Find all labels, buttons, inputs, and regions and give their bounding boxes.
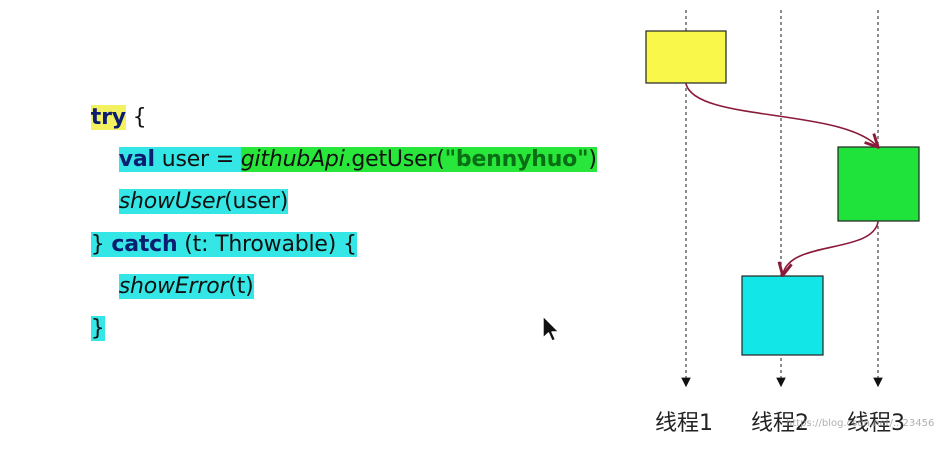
highlight-main-thread-assign: val user =: [118, 147, 241, 172]
keyword-catch: catch: [111, 232, 178, 257]
execution-block-thread-3: [837, 146, 920, 222]
show-error-args: (t): [228, 274, 254, 299]
execution-block-thread-1: [645, 30, 727, 84]
code-line-show-user: showUser(user): [78, 154, 288, 214]
call-close: ): [588, 147, 597, 172]
final-brace: }: [90, 316, 105, 341]
code-line-close: }: [50, 281, 105, 341]
variable-user: user: [154, 147, 216, 172]
method-call: .getUser(: [344, 147, 445, 172]
catch-args: (t: Throwable) {: [177, 232, 357, 257]
catch-brace-close: }: [90, 232, 112, 257]
code-line-catch: } catch (t: Throwable) {: [50, 197, 357, 257]
thread-label-1: 线程1: [655, 411, 713, 436]
switch-arrow-thread-3-to-2: [783, 221, 879, 274]
code-line-show-error: showError(t): [78, 239, 254, 299]
watermark: https://blog.csdn.net/...23456: [786, 418, 935, 429]
keyword-try: try: [90, 105, 126, 130]
highlight-catch: } catch (t: Throwable) {: [90, 232, 357, 257]
code-line-try: try {: [50, 70, 147, 130]
code-line-get-user: val user = githubApi.getUser("bennyhuo"): [78, 112, 597, 172]
switch-arrow-thread-1-to-3: [685, 83, 877, 146]
assign-operator: =: [215, 147, 241, 172]
string-literal: "bennyhuo": [444, 147, 589, 172]
execution-block-thread-2: [741, 275, 824, 356]
thread-label-3: 线程3: [847, 411, 905, 436]
keyword-val: val: [118, 147, 155, 172]
highlight-io-call: githubApi.getUser("bennyhuo"): [240, 147, 597, 172]
mouse-cursor-icon: [542, 315, 560, 342]
show-user-args: (user): [224, 189, 289, 214]
highlight-show-user: showUser(user): [118, 189, 289, 214]
function-show-user: showUser: [118, 189, 225, 214]
code-brace-open: {: [125, 105, 147, 130]
highlight-show-error: showError(t): [118, 274, 254, 299]
function-show-error: showError: [118, 274, 229, 299]
api-object: githubApi: [240, 147, 345, 172]
thread-label-2: 线程2: [751, 411, 809, 436]
